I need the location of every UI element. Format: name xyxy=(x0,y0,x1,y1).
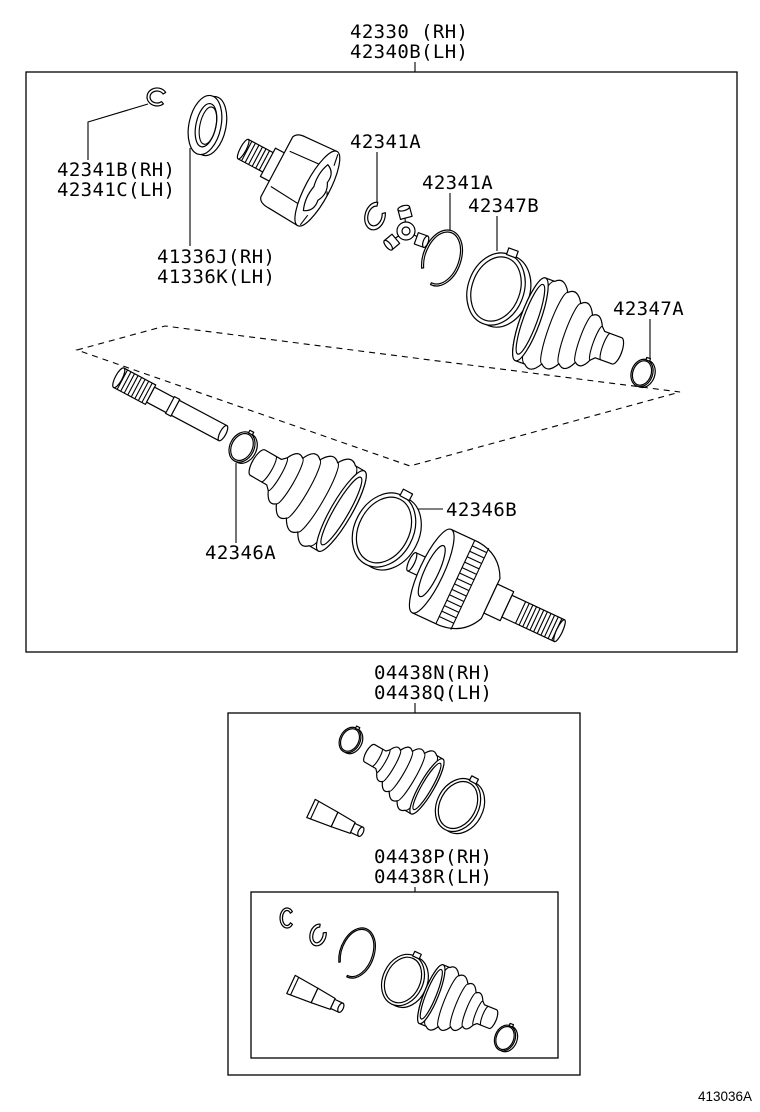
clip-ring xyxy=(146,87,167,107)
kit-outer-clamp-small xyxy=(334,721,369,758)
label-clamp-outer-large: 42346B xyxy=(446,499,518,521)
outer-joint xyxy=(406,528,566,643)
label-ring-small: 42341A xyxy=(350,131,422,153)
label-drive-shaft-rh: 42330 (RH) xyxy=(350,21,469,43)
figure-id: 413036A xyxy=(698,1089,753,1104)
label-clamp-outer-small: 42346A xyxy=(205,542,277,564)
dust-seal xyxy=(187,94,228,157)
inner-joint-housing xyxy=(236,134,341,227)
kit-inner-grease-tube xyxy=(286,974,348,1019)
inner-kit-frame xyxy=(250,891,559,1059)
label-drive-shaft-lh: 42340B(LH) xyxy=(350,41,469,63)
main-assembly-frame xyxy=(25,71,738,653)
label-clip-rh: 42341B(RH) xyxy=(57,159,176,181)
kit-outer-boot xyxy=(349,721,451,820)
label-kit-outer-lh: 04438Q(LH) xyxy=(374,682,493,704)
label-kit-outer-rh: 04438N(RH) xyxy=(374,662,493,684)
snap-ring-large xyxy=(420,229,464,287)
kit-inner-snap-ring-large xyxy=(338,927,376,979)
snap-ring-small xyxy=(364,201,386,231)
kit-outer-grease-tube xyxy=(306,798,368,843)
clamp-inner-small xyxy=(626,353,660,391)
tripod-spider xyxy=(383,204,430,251)
label-kit-inner-rh: 04438P(RH) xyxy=(374,846,493,868)
label-seal-lh: 41336K(LH) xyxy=(157,266,276,288)
label-clamp-inner-small: 42347A xyxy=(613,298,685,320)
leader-clip xyxy=(87,103,149,160)
kit-inner-clamp-small xyxy=(490,1019,523,1056)
kit-inner-clip xyxy=(279,907,293,929)
dashed-group-outline xyxy=(75,325,681,467)
label-kit-inner-lh: 04438R(LH) xyxy=(374,866,493,888)
kit-inner-snap-ring-small xyxy=(309,923,327,947)
label-clamp-inner-large: 42347B xyxy=(468,195,540,217)
drive-shaft-bar xyxy=(112,367,229,442)
label-clip-lh: 42341C(LH) xyxy=(57,179,176,201)
label-seal-rh: 41336J(RH) xyxy=(157,246,276,268)
label-ring-large: 42341A xyxy=(422,172,494,194)
outer-kit-frame xyxy=(227,712,581,1076)
